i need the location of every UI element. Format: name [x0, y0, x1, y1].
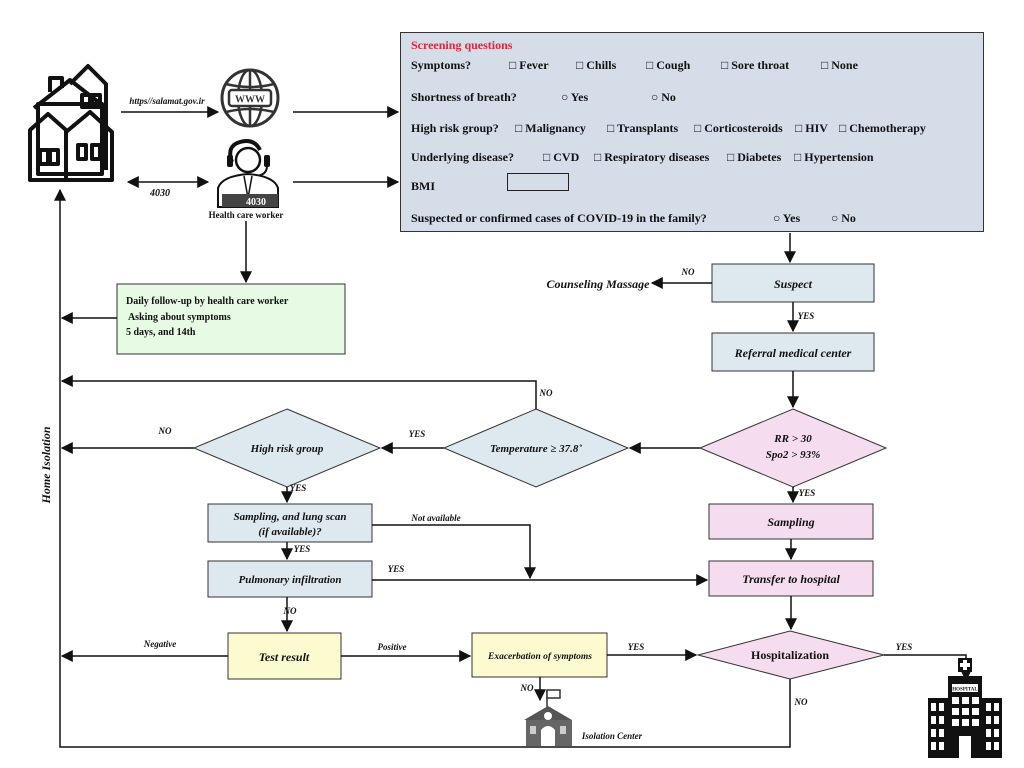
option-corticosteroids[interactable]: □ Corticosteroids	[694, 121, 783, 135]
option-diabetes[interactable]: □ Diabetes	[727, 150, 782, 164]
followup-line-3: 5 days, and 14th	[126, 327, 196, 338]
suspect-yes-label: YES	[798, 311, 815, 321]
highrisk-text: High risk group	[250, 443, 324, 455]
isolation-center-icon	[524, 689, 572, 746]
breath-row: Shortness of breath?	[411, 90, 517, 105]
pulmonary-box	[207, 560, 373, 598]
test-result-text: Test result	[259, 650, 310, 664]
option-none[interactable]: □ None	[821, 58, 858, 72]
rr-line-1: RR > 30	[773, 433, 812, 445]
url-label: https//salamat.gov.ir	[129, 96, 205, 106]
positive-label: Positive	[378, 642, 407, 652]
referral-text: Referral medical center	[734, 346, 852, 360]
option-cough[interactable]: □ Cough	[646, 58, 691, 72]
highrisk-yes-label: YES	[290, 483, 307, 493]
pulmonary-yes-label: YES	[388, 564, 405, 574]
sampling-scan-box	[207, 503, 373, 543]
option-chemotherapy[interactable]: □ Chemotherapy	[839, 121, 926, 135]
option-transplants[interactable]: □ Transplants	[607, 121, 679, 135]
breath-label: Shortness of breath?	[411, 90, 517, 104]
temperature-yes-label: YES	[409, 429, 426, 439]
negative-label: Negative	[143, 639, 176, 649]
risk-label: High risk group?	[411, 121, 499, 135]
option-breath-yes[interactable]: ○ Yes	[561, 90, 589, 104]
www-label: WWW	[235, 95, 265, 106]
transfer-text: Transfer to hospital	[742, 572, 840, 586]
screening-title: Screening questions	[411, 38, 513, 52]
hospitalization-yes-label: YES	[896, 642, 913, 652]
family-row: Suspected or confirmed cases of COVID-19…	[411, 211, 707, 226]
temperature-diamond	[442, 408, 630, 488]
option-family-yes[interactable]: ○ Yes	[773, 211, 801, 225]
rr-diamond	[698, 408, 888, 488]
option-breath-no[interactable]: ○ No	[651, 90, 676, 104]
option-malignancy[interactable]: □ Malignancy	[515, 121, 586, 135]
option-cvd[interactable]: □ CVD	[543, 150, 580, 164]
www-globe-icon: WWW	[220, 68, 280, 128]
option-hiv[interactable]: □ HIV	[795, 121, 828, 135]
not-available-label: Not available	[410, 513, 460, 523]
exacerbation-box	[471, 632, 608, 678]
highrisk-no-label: NO	[158, 426, 172, 436]
bmi-label: BMI	[411, 179, 435, 193]
hospital-icon: HOSPITAL	[928, 658, 1002, 758]
sampling-box	[708, 503, 874, 540]
option-family-no[interactable]: ○ No	[831, 211, 856, 225]
exacerbation-text: Exacerbation of symptoms	[487, 652, 592, 662]
temperature-text: Temperature ≥ 37.8˚	[490, 443, 582, 455]
pulmonary-text: Pulmonary infiltration	[239, 574, 342, 586]
exacerbation-no-label: NO	[520, 683, 534, 693]
worker-label: Health care worker	[209, 210, 284, 220]
option-fever[interactable]: □ Fever	[509, 58, 549, 72]
disease-label: Underlying disease?	[411, 150, 515, 164]
transfer-box	[708, 560, 874, 597]
suspect-text: Suspect	[774, 277, 813, 291]
rr-yes-label: YES	[799, 488, 816, 498]
exacerbation-yes-label: YES	[628, 642, 645, 652]
bmi-input[interactable]	[507, 173, 569, 191]
symptoms-label: Symptoms?	[411, 58, 472, 72]
followup-line-2: Asking about symptoms	[126, 312, 231, 323]
pulmonary-no-label: NO	[283, 606, 297, 616]
scan-yes-label: YES	[294, 544, 311, 554]
symptoms-row: Symptoms?	[411, 58, 471, 73]
hospital-sign-text: HOSPITAL	[952, 688, 978, 693]
family-label: Suspected or confirmed cases of COVID-19…	[411, 211, 707, 225]
phone-number-label: 4030	[149, 188, 170, 199]
option-chills[interactable]: □ Chills	[576, 58, 617, 72]
health-care-worker-icon: 4030	[217, 139, 279, 208]
worker-badge-number: 4030	[246, 197, 266, 208]
hospitalization-no-label: NO	[794, 697, 808, 707]
sampling-scan-line-2: (if available)?	[258, 526, 322, 538]
disease-row: Underlying disease?	[411, 150, 514, 165]
sampling-scan-line-1: Sampling, and lung scan	[233, 511, 346, 523]
houses-icon	[28, 64, 114, 182]
hospitalization-text: Hospitalization	[751, 648, 829, 662]
screening-panel: Screening questions Symptoms? □ Fever □ …	[400, 32, 984, 232]
followup-line-1: Daily follow-up by health care worker	[126, 296, 289, 307]
sampling-text: Sampling	[767, 515, 814, 529]
option-respiratory[interactable]: □ Respiratory diseases	[594, 150, 710, 164]
temperature-no-label: NO	[539, 388, 553, 398]
home-isolation-label: Home Isolation	[39, 426, 53, 504]
risk-row: High risk group?	[411, 121, 499, 136]
option-sore-throat[interactable]: □ Sore throat	[721, 58, 790, 72]
bmi-row: BMI	[411, 179, 435, 194]
followup-box	[116, 283, 346, 355]
isolation-center-label: Isolation Center	[581, 731, 643, 741]
option-hypertension[interactable]: □ Hypertension	[794, 150, 874, 164]
counseling-text: Counseling Massage	[546, 277, 650, 291]
suspect-no-label: NO	[681, 267, 695, 277]
rr-line-2: Spo2 > 93%	[766, 449, 821, 461]
connector-lines	[54, 106, 972, 748]
